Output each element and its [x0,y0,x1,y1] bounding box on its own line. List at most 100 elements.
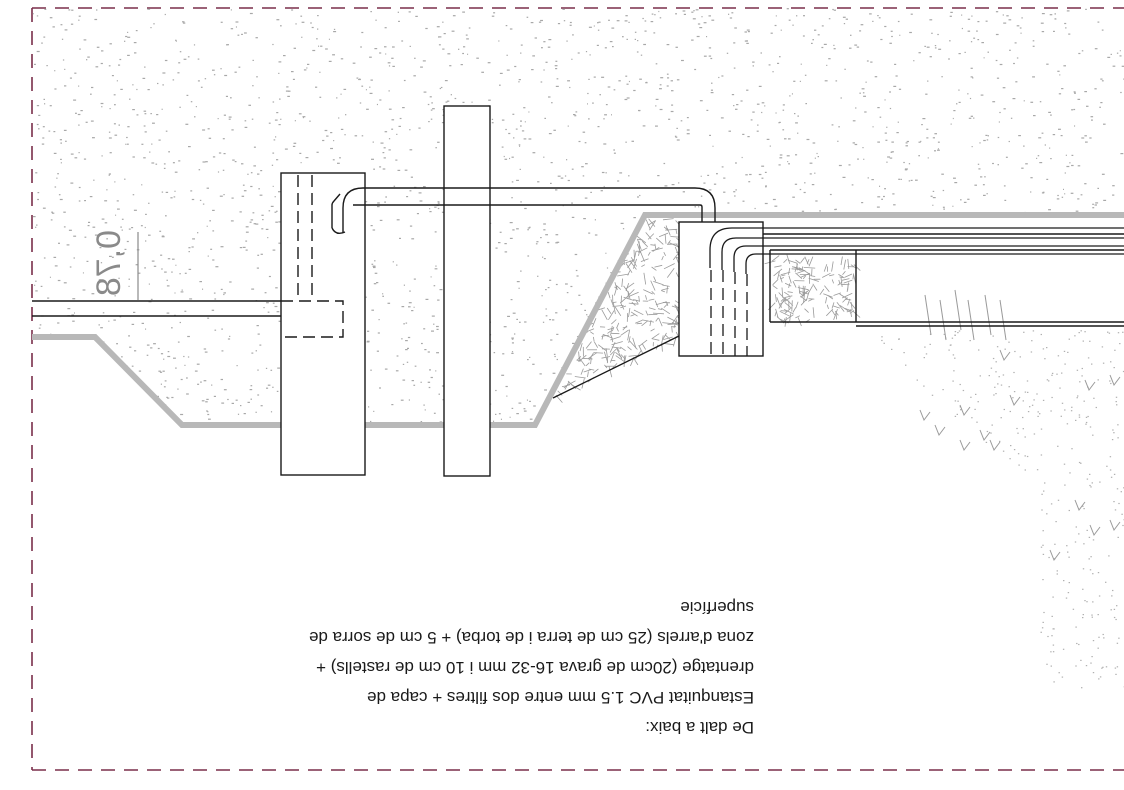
soil-dot [165,191,169,193]
soil-dot [646,384,649,386]
soil-dot [518,144,521,146]
soil-dot [642,17,644,20]
soil-dot [676,139,680,141]
soil-dot [967,218,970,220]
soil-dot [699,27,703,29]
soil-dot [912,367,915,369]
soil-dot [510,299,513,301]
soil-dot [934,45,937,47]
soil-dot [1001,228,1004,230]
soil-dot [787,421,789,423]
gravel-stroke [606,356,609,364]
soil-dot [345,114,347,116]
soil-dot [771,288,773,290]
soil-dot [667,393,671,395]
soil-dot [702,360,705,362]
soil-dot [782,104,785,106]
vegetation-dot [1078,533,1080,535]
soil-dot [582,131,586,133]
soil-dot [927,80,929,82]
soil-dot [852,142,855,144]
soil-dot [948,407,952,409]
soil-dot [1094,204,1097,206]
soil-dot [587,103,588,105]
soil-dot [802,265,806,268]
soil-dot [691,11,694,13]
soil-dot [620,222,624,224]
soil-dot [932,285,935,287]
soil-dot [59,139,62,141]
soil-dot [151,162,155,164]
soil-dot [241,163,244,165]
soil-dot [716,381,720,383]
soil-dot [219,195,223,197]
vegetation-dot [1114,667,1117,669]
soil-dot [340,58,344,60]
soil-dot [442,109,445,111]
soil-dot [74,157,78,159]
soil-dot [430,376,433,379]
soil-dot [146,344,150,346]
soil-dot [1022,319,1026,321]
soil-dot [409,290,411,292]
soil-dot [876,206,880,208]
soil-dot [1092,291,1095,293]
soil-dot [563,20,566,22]
soil-dot [142,77,146,79]
soil-dot [452,15,456,17]
soil-dot [1070,228,1074,230]
gravel-stroke [643,289,653,295]
vegetation-dot [1122,524,1124,527]
soil-dot [133,42,137,44]
soil-dot [135,417,138,419]
soil-dot [523,408,526,410]
gravel-stroke [631,301,636,306]
soil-dot [1084,91,1087,93]
soil-dot [950,123,952,125]
soil-dot [897,363,899,365]
soil-dot [743,374,745,376]
soil-dot [1046,178,1049,180]
soil-dot [423,404,425,406]
soil-dot [221,402,225,404]
right-chamber-pipes [709,227,1124,274]
soil-dot [693,10,695,12]
soil-dot [969,298,972,300]
soil-dot [585,51,588,53]
soil-dot [622,228,625,230]
soil-dot [260,170,263,172]
soil-dot [99,247,102,249]
soil-dot [764,171,767,173]
soil-dot [204,78,207,80]
soil-dot [634,389,637,391]
soil-dot [249,389,253,391]
soil-dot [823,43,827,45]
soil-dot [1054,18,1057,20]
soil-dot [842,365,846,367]
soil-dot [340,93,342,95]
soil-dot [578,294,581,296]
soil-dot [339,157,341,159]
soil-dot [872,126,874,128]
soil-dot [782,129,785,131]
soil-dot [560,177,564,179]
vegetation-dot [1032,330,1035,332]
soil-dot [601,76,605,78]
soil-dot [663,162,666,165]
soil-dot [910,295,913,298]
soil-dot [815,200,818,202]
vegetation-dot [931,394,934,396]
vegetation-dot [995,393,997,395]
soil-dot [234,161,237,163]
gravel-stroke [667,228,671,236]
soil-dot [151,143,153,145]
soil-dot [126,403,129,405]
soil-dot [723,177,726,179]
soil-dot [657,379,660,381]
soil-dot [1057,194,1059,197]
vegetation-dot [1043,490,1045,492]
soil-dot [179,51,182,53]
soil-dot [555,234,559,236]
soil-dot [53,152,57,154]
soil-dot [915,179,918,181]
